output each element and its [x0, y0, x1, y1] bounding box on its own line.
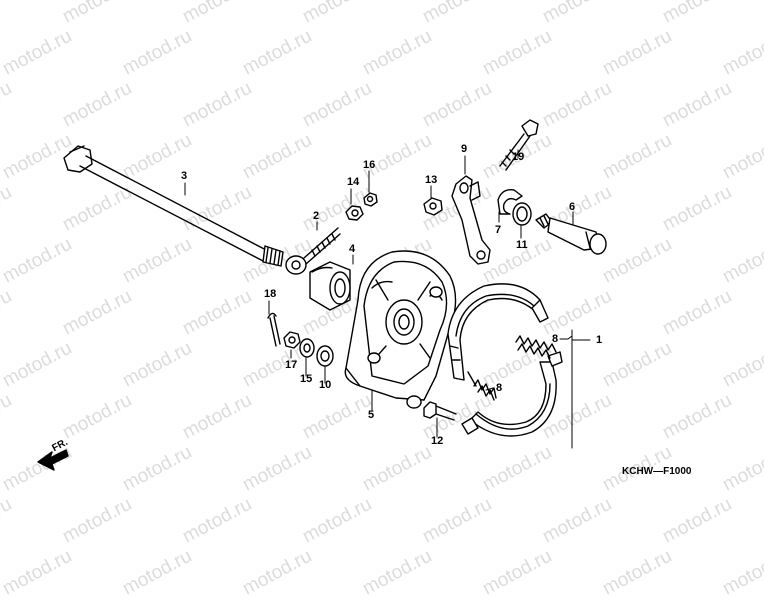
callout-2: 2 [313, 210, 320, 222]
callout-3: 3 [181, 170, 188, 182]
spring-upper [515, 335, 557, 353]
nut-part-14 [345, 205, 364, 221]
callout-5: 5 [368, 409, 375, 421]
callout-8-upper: 8 [552, 333, 559, 345]
callout-11: 11 [516, 239, 528, 251]
adjuster-bolt-part-2 [285, 227, 341, 275]
washer-part-10 [316, 345, 334, 367]
callout-12: 12 [431, 435, 444, 447]
callout-13: 13 [425, 174, 438, 186]
callout-17: 17 [285, 359, 298, 371]
callout-8-lower: 8 [496, 382, 503, 394]
callout-16: 16 [363, 159, 376, 171]
cotter-pin-part-18 [267, 312, 281, 347]
nut-part-13 [423, 197, 443, 216]
nut-part-17 [283, 331, 301, 349]
brake-shoe-set-part-1 [447, 283, 563, 437]
callout-1: 1 [596, 334, 603, 346]
brake-arm-part-9 [451, 175, 491, 265]
callout-4: 4 [349, 243, 356, 255]
front-arrow-icon [37, 449, 69, 471]
collar-part-4 [309, 261, 351, 311]
washer-part-15 [299, 338, 315, 358]
axle-part-3 [63, 145, 284, 267]
callout-18: 18 [264, 288, 277, 300]
callout-14: 14 [347, 176, 360, 188]
leader-lines [184, 149, 591, 449]
diagram-code: KCHW—F1000 [622, 466, 692, 477]
callout-9: 9 [461, 143, 468, 155]
callout-10: 10 [319, 379, 332, 391]
brake-cam-part-6 [535, 213, 607, 255]
bolt-part-19 [499, 119, 539, 171]
callout-19: 19 [512, 151, 525, 163]
nut-part-16 [363, 192, 378, 207]
diagram-drawing [37, 119, 607, 471]
brake-panel-part-5 [344, 250, 457, 409]
indicator-plate-part-7 [497, 189, 523, 215]
callout-6: 6 [569, 201, 576, 213]
callout-15: 15 [300, 373, 313, 385]
callout-7: 7 [495, 224, 502, 236]
seal-part-11 [512, 202, 532, 226]
pivot-bolt-part-12 [423, 401, 457, 421]
